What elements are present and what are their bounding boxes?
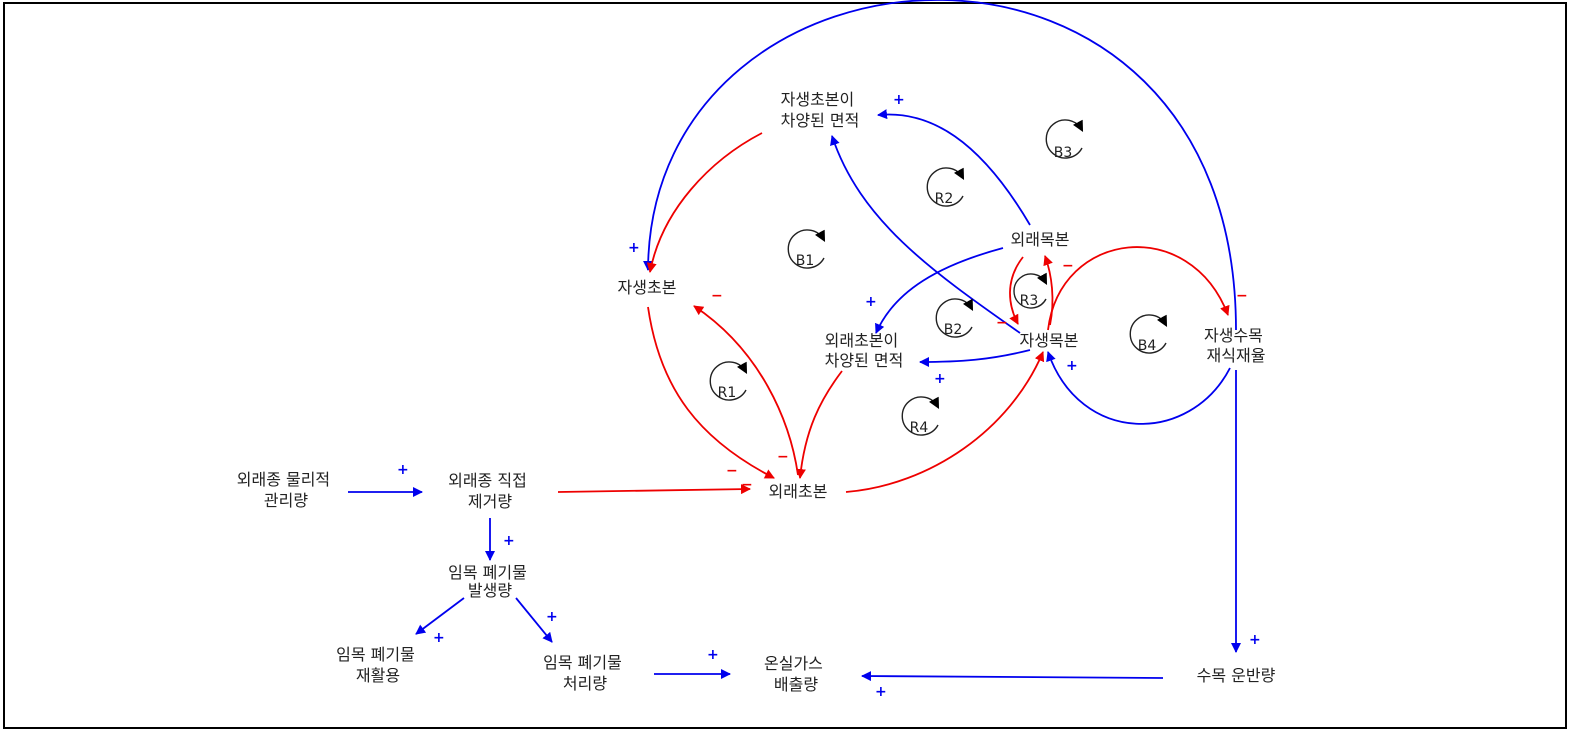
link-waste-gen-to-treat [515,597,553,643]
svg-text:B2: B2 [944,322,963,338]
var-wood-waste-recycle: 임목 폐기물 재활용 [336,645,420,685]
link-native-grass-shaded-to-native-grass [646,132,763,273]
svg-text:R1: R1 [718,385,737,401]
svg-text:B1: B1 [796,253,815,269]
var-alien-grass-shaded-area: 외래초본이 차양된 면적 [825,331,904,370]
polarity-transport-ghg: + [875,684,887,700]
link-waste-gen-to-recycle [415,597,465,635]
link-native-tree-to-alien-tree [1043,255,1054,326]
polarity-replant-transport: + [1249,632,1261,648]
polarity-alien-grass-shaded-alien-grass: − [777,449,789,465]
links [348,0,1241,682]
link-native-grass-to-alien-grass [647,306,775,479]
link-replant-to-native-tree [1046,351,1231,425]
polarity-waste-gen-treat: + [546,609,558,625]
polarity-direct-removal-waste-gen: + [503,533,515,549]
var-alien-direct-removal: 외래종 직접 제거량 [448,471,532,511]
polarity-native-tree-alien-tree: − [1062,258,1074,274]
loop-b1: B1 [787,229,826,269]
polarity-alien-grass-native-grass: − [711,288,723,304]
var-alien-physical-mgmt: 외래종 물리적 관리량 [237,470,336,510]
polarity-signs: + + + + − − − + − − − − + + + + + + + [397,92,1261,700]
loop-b2: B2 [935,298,974,338]
loop-b3: B3 [1045,119,1084,161]
polarity-native-tree-alien-grass-shaded: + [934,371,946,387]
diagram-frame [3,2,1567,729]
link-native-tree-to-replant [1047,246,1230,331]
polarity-alien-tree-native-grass-shaded: + [893,92,905,108]
polarity-replant-native-tree: + [1066,358,1078,374]
polarity-treat-ghg: + [707,647,719,663]
loop-b4: B4 [1129,314,1168,354]
var-native-tree-replant-rate: 자생수목 재식재율 [1204,326,1268,365]
var-tree-transport: 수목 운반량 [1197,666,1276,685]
polarity-native-tree-replant: − [1236,288,1248,304]
link-alien-grass-to-native-grass [693,305,799,476]
var-native-tree: 자생목본 [1020,331,1079,350]
polarity-native-grass-alien-grass: − [726,463,738,479]
var-wood-waste-treatment: 임목 폐기물 처리량 [543,653,627,693]
var-alien-grass: 외래초본 [769,482,828,501]
var-native-grass: 자생초본 [618,278,677,297]
var-ghg-emission: 온실가스 배출량 [764,654,828,694]
var-native-grass-shaded-area: 자생초본이 차양된 면적 [781,90,860,130]
link-transport-to-ghg [861,671,1164,682]
loop-r2: R2 [926,167,965,207]
loop-r4: R4 [901,396,940,436]
polarity-replant-native-grass: + [628,240,640,256]
polarity-alien-tree-alien-grass-shaded: + [865,294,877,310]
loop-r1: R1 [709,361,748,401]
link-replant-to-native-grass [643,0,1237,331]
link-alien-tree-to-native-grass-shaded [877,109,1031,226]
polarity-physical-mgmt-direct-removal: + [397,462,409,478]
loop-markers: B3 R2 B1 R3 B2 B4 R1 R4 [709,119,1168,436]
svg-text:B3: B3 [1054,145,1073,161]
polarity-direct-removal-alien-grass: − [741,477,753,493]
link-alien-tree-to-native-tree [1009,256,1024,325]
polarity-waste-gen-recycle: + [433,630,445,646]
svg-text:R2: R2 [935,191,954,207]
loop-r3: R3 [1013,272,1048,309]
link-alien-tree-to-alien-grass-shaded [875,247,1004,334]
var-alien-tree: 외래목본 [1011,230,1070,249]
var-wood-waste-generation: 임목 폐기물 발생량 [448,563,532,600]
link-direct-removal-to-alien-grass [557,484,751,495]
variables: 자생초본이 차양된 면적 자생초본 외래목본 외래초본이 차양된 면적 자생목본… [237,90,1276,694]
svg-text:R4: R4 [910,420,929,436]
svg-text:R3: R3 [1020,293,1039,309]
polarity-alien-tree-native-tree: − [996,315,1008,331]
link-alien-grass-to-native-tree [845,351,1045,493]
link-alien-grass-shaded-to-alien-grass [795,370,843,479]
link-native-tree-to-alien-grass-shaded [919,349,1031,367]
svg-text:B4: B4 [1138,338,1157,354]
link-native-tree-to-native-grass-shaded [830,135,1021,334]
